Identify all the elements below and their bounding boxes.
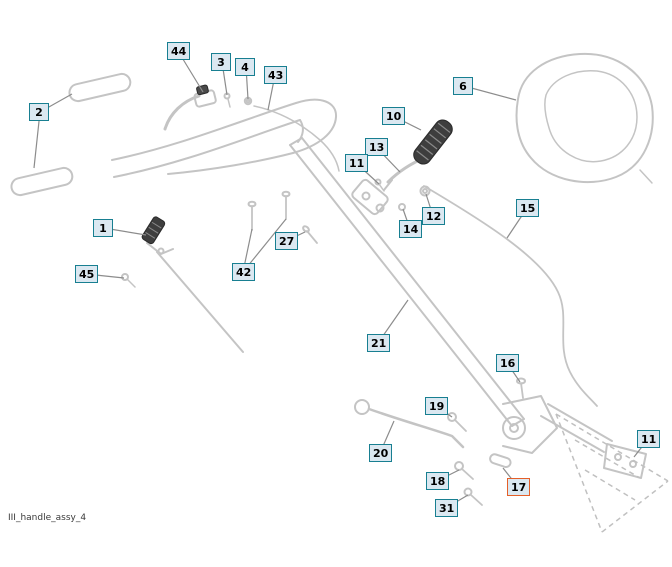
part-main-tube xyxy=(289,137,525,427)
part-handle-bolts xyxy=(247,190,318,244)
callout-27[interactable]: 27 xyxy=(275,232,299,250)
callout-11a[interactable]: 11 xyxy=(345,154,369,172)
callout-14[interactable]: 14 xyxy=(399,220,423,238)
callout-13[interactable]: 13 xyxy=(365,138,389,156)
callout-2[interactable]: 2 xyxy=(29,103,49,121)
callout-4[interactable]: 4 xyxy=(235,58,255,76)
callout-21[interactable]: 21 xyxy=(367,334,391,352)
part-grips xyxy=(10,72,132,197)
callout-10[interactable]: 10 xyxy=(382,107,406,125)
callout-44[interactable]: 44 xyxy=(167,42,191,60)
callout-1[interactable]: 1 xyxy=(93,219,113,237)
callout-19[interactable]: 19 xyxy=(425,397,449,415)
part-lower-bracket xyxy=(502,377,613,454)
part-grip-1 xyxy=(141,216,166,245)
part-lever-pad xyxy=(196,84,209,96)
part-grip-10 xyxy=(413,119,453,165)
callout-3[interactable]: 3 xyxy=(211,53,231,71)
part-cover xyxy=(515,52,654,184)
callout-31[interactable]: 31 xyxy=(435,499,459,517)
part-cable xyxy=(253,105,340,172)
callout-11b[interactable]: 11 xyxy=(637,430,661,448)
callout-43[interactable]: 43 xyxy=(264,66,288,84)
diagram-filename: III_handle_assy_4 xyxy=(8,513,87,523)
part-long-rod xyxy=(423,185,598,407)
part-handlebar xyxy=(111,98,338,178)
ghost-frame xyxy=(555,413,669,533)
callout-42[interactable]: 42 xyxy=(232,263,256,281)
callout-6[interactable]: 6 xyxy=(453,77,473,95)
leader-line-2 xyxy=(33,111,41,169)
callout-12[interactable]: 12 xyxy=(422,207,446,225)
callout-17[interactable]: 17 xyxy=(507,478,531,496)
callout-15[interactable]: 15 xyxy=(516,199,540,217)
part-right-plate xyxy=(603,443,647,479)
callout-18[interactable]: 18 xyxy=(426,472,450,490)
callout-20[interactable]: 20 xyxy=(369,444,393,462)
callout-45[interactable]: 45 xyxy=(75,265,99,283)
part-depth-lever xyxy=(121,242,244,353)
part-shift-rod xyxy=(354,399,465,449)
callout-16[interactable]: 16 xyxy=(496,354,520,372)
